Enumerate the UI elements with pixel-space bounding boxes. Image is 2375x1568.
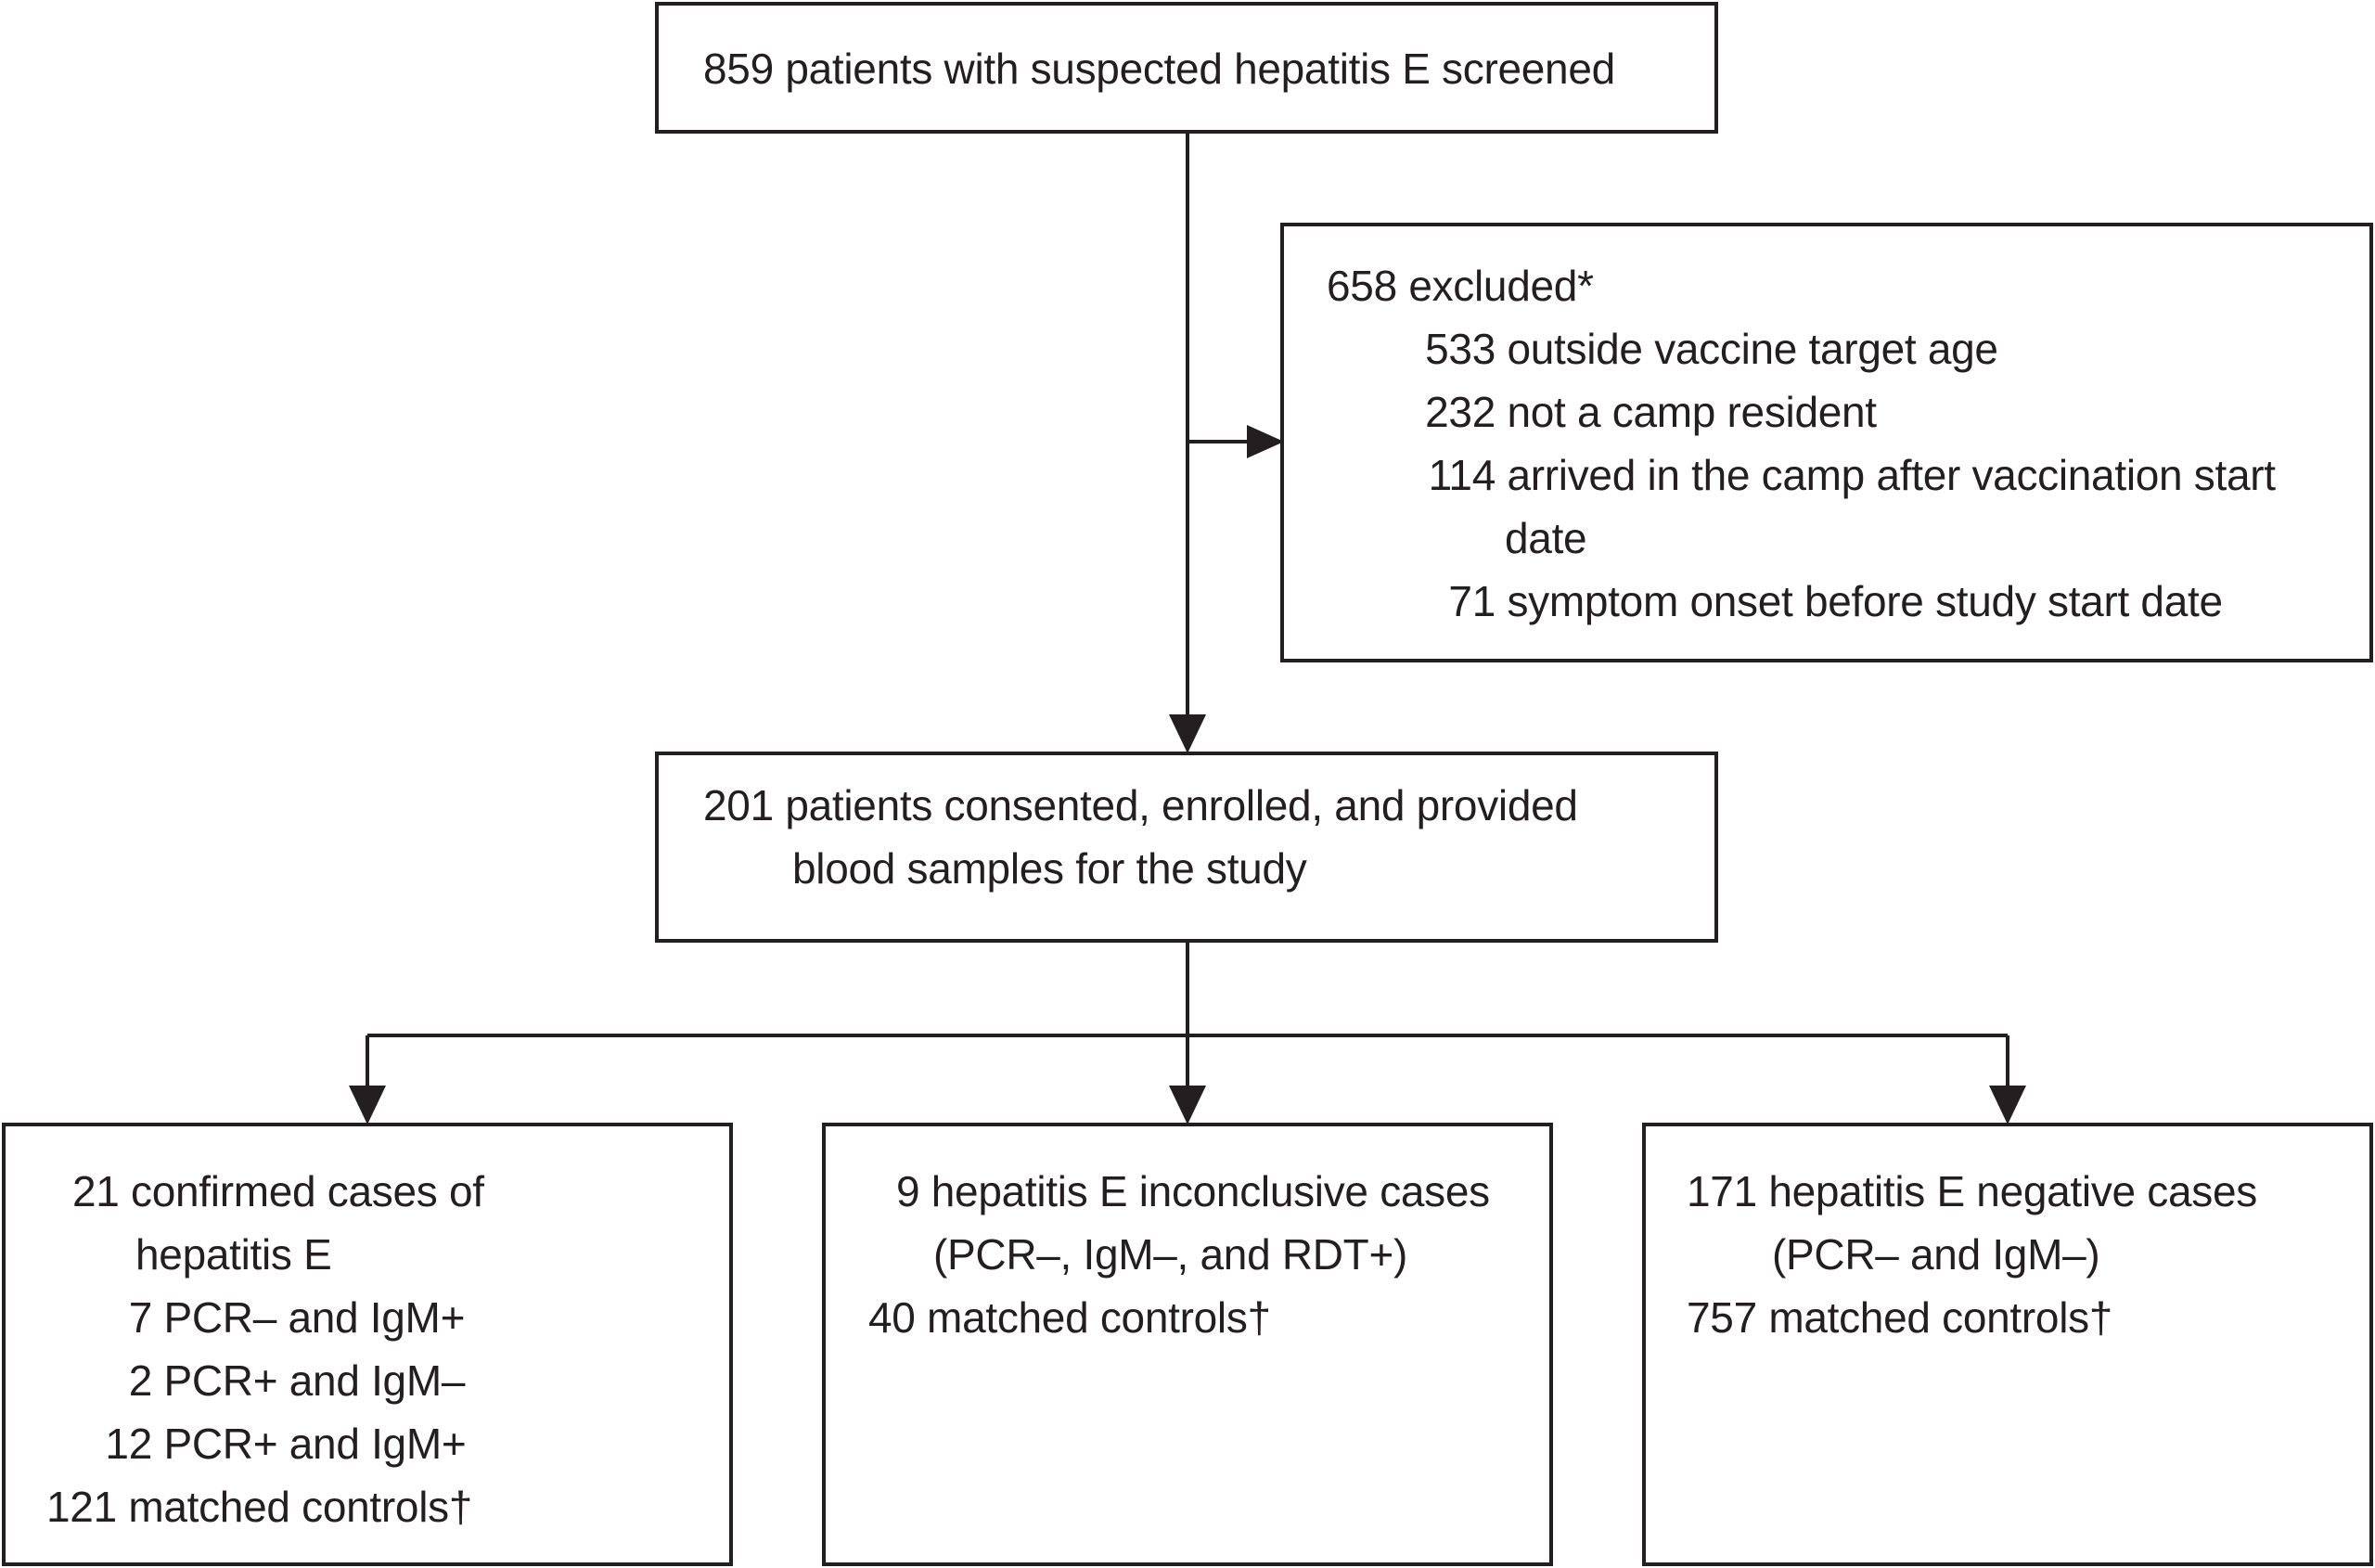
enrolled-line-2: blood samples for the study — [792, 844, 1307, 893]
negative-line-2: (PCR– and IgM–) — [1772, 1230, 2100, 1279]
inconclusive-line-2: (PCR–, IgM–, and RDT+) — [933, 1230, 1408, 1279]
arrowhead-confirmed — [349, 1086, 386, 1125]
excluded-box: 658 excluded* 533 outside vaccine target… — [1280, 223, 2373, 662]
enrolled-box: 201 patients consented, enrolled, and pr… — [655, 752, 1718, 943]
excluded-item: 114 arrived in the camp after vaccinatio… — [1419, 443, 2276, 507]
subgroup-count: 7 — [128, 1293, 153, 1342]
confirmed-subgroup: 7 PCR– and IgM+ — [98, 1286, 466, 1349]
confirmed-line-1: 21 confirmed cases of — [72, 1167, 484, 1215]
negative-cases-box: 171 hepatitis E negative cases (PCR– and… — [1642, 1123, 2373, 1566]
confirmed-line-2: hepatitis E — [135, 1230, 332, 1279]
inconclusive-controls: 40 matched controls† — [868, 1293, 1271, 1342]
excluded-item-count: 533 — [1425, 325, 1496, 373]
negative-controls: 757 matched controls† — [1687, 1293, 2113, 1342]
subgroup-label: PCR+ and IgM– — [163, 1356, 466, 1405]
confirmed-subgroup: 2 PCR+ and IgM– — [98, 1349, 466, 1412]
subgroup-count: 2 — [128, 1356, 153, 1405]
enrolled-line-1: 201 patients consented, enrolled, and pr… — [703, 781, 1578, 829]
confirmed-cases-box: 21 confirmed cases of hepatitis E 7 PCR–… — [2, 1123, 733, 1566]
arrowhead-inconclusive — [1169, 1086, 1206, 1125]
excluded-item: 71 symptom onset before study start date — [1419, 570, 2223, 633]
arrowhead-excluded — [1247, 425, 1284, 458]
excluded-item-label: symptom onset before study start date — [1507, 577, 2223, 625]
excluded-item-count: 114 — [1428, 451, 1496, 499]
inconclusive-line-1: 9 hepatitis E inconclusive cases — [896, 1167, 1490, 1215]
excluded-item-label: not a camp resident — [1507, 388, 1877, 436]
subgroup-label: PCR– and IgM+ — [163, 1293, 466, 1342]
screening-box: 859 patients with suspected hepatitis E … — [655, 2, 1718, 134]
subgroup-count: 12 — [105, 1420, 152, 1468]
excluded-item-label: outside vaccine target age — [1507, 325, 1998, 373]
excluded-item: 533 outside vaccine target age — [1419, 317, 1998, 380]
excluded-item-continuation: date — [1505, 514, 1587, 562]
confirmed-controls: 121 matched controls† — [46, 1483, 473, 1531]
excluded-header: 658 excluded* — [1327, 262, 1594, 310]
arrowhead-negative — [1989, 1086, 2026, 1125]
excluded-item-label: arrived in the camp after vaccination st… — [1507, 451, 2276, 499]
excluded-item: 232 not a camp resident — [1419, 380, 1877, 443]
confirmed-subgroup: 12 PCR+ and IgM+ — [98, 1412, 466, 1475]
negative-line-1: 171 hepatitis E negative cases — [1687, 1167, 2257, 1215]
excluded-item-count: 232 — [1425, 388, 1496, 436]
arrowhead-enrolled — [1169, 714, 1206, 753]
subgroup-label: PCR+ and IgM+ — [163, 1420, 467, 1468]
inconclusive-cases-box: 9 hepatitis E inconclusive cases (PCR–, … — [822, 1123, 1553, 1566]
excluded-item-count: 71 — [1448, 577, 1496, 625]
screening-text: 859 patients with suspected hepatitis E … — [703, 45, 1615, 93]
